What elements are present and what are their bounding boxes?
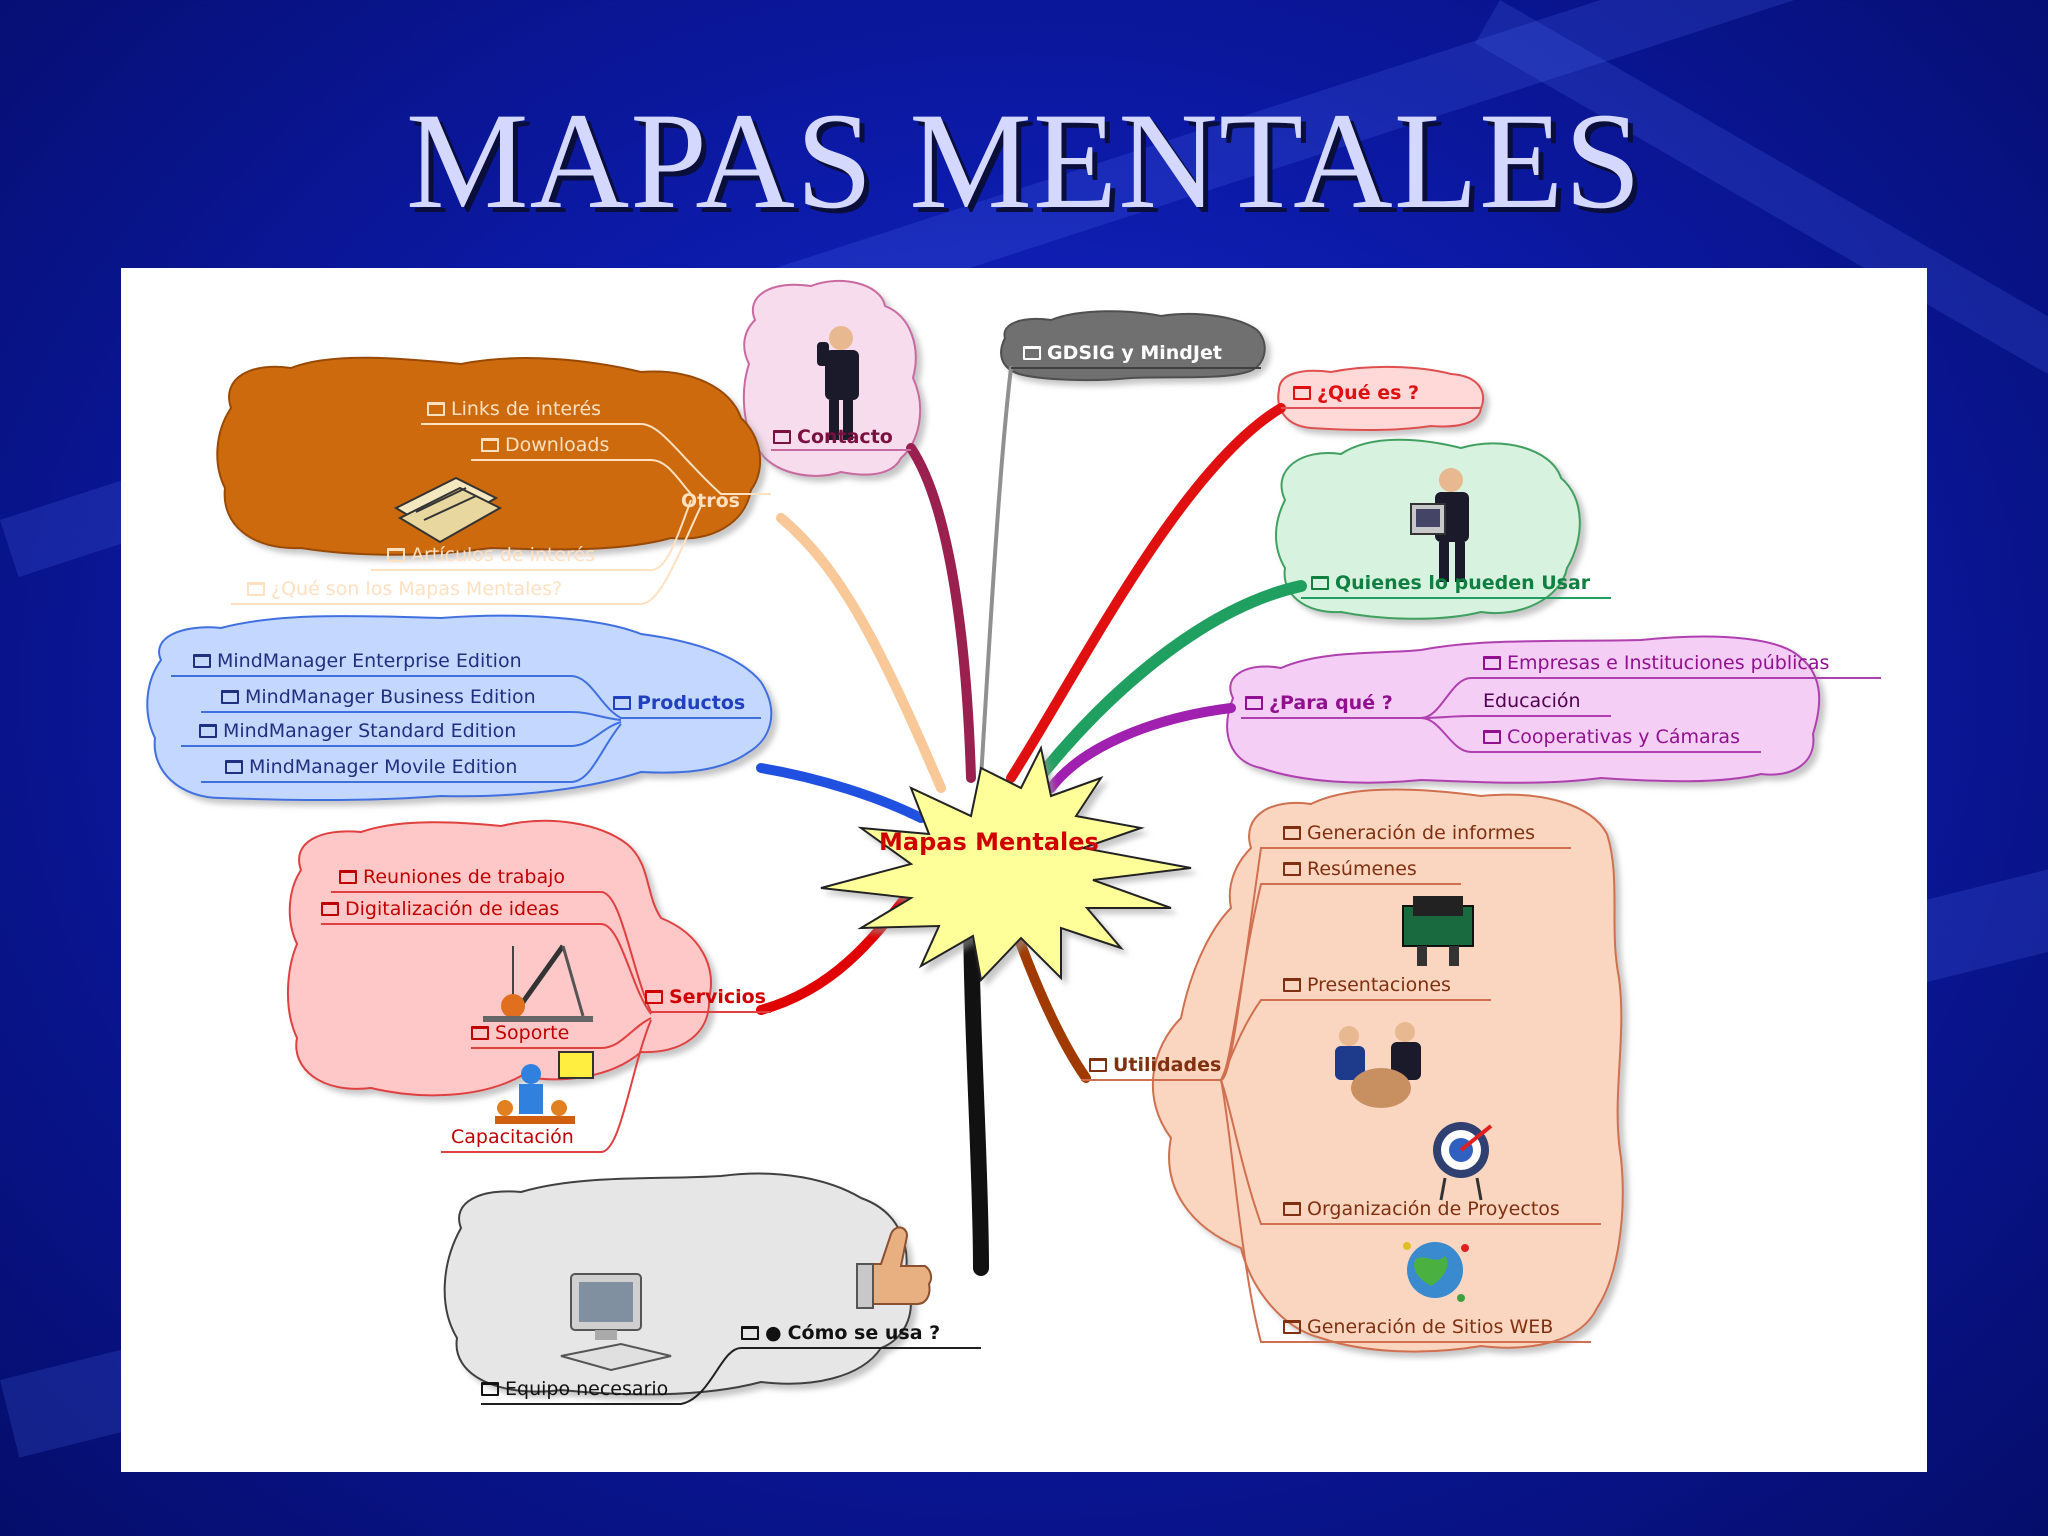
target-icon [1433,1122,1493,1201]
node-que-es[interactable]: ¿Qué es ? [1293,382,1419,404]
mind-map-panel: Mapas Mentales Contacto GDSIG y MindJet … [121,268,1927,1472]
branch-para-que [1046,703,1236,793]
book-icon [1245,696,1263,710]
para-que-connectors [1241,677,1881,753]
businessman-phone-icon [817,326,859,440]
utilidades-connectors [1081,847,1601,1343]
central-starburst [820,744,1192,983]
book-icon [481,1382,499,1396]
branch-otros [776,513,946,793]
book-icon [471,1026,489,1040]
book-icon [773,430,791,444]
otros-item[interactable]: Links de interés [427,398,601,420]
teacher-icon [495,1051,594,1124]
node-como-se-usa[interactable]: ●Cómo se usa ? [741,1322,940,1344]
utilidades-item[interactable]: Resúmenes [1283,858,1417,880]
book-icon [1283,826,1301,840]
otros-item[interactable]: Downloads [481,434,609,456]
meeting-icon [1335,1022,1421,1108]
productos-item[interactable]: MindManager Enterprise Edition [193,650,522,672]
servicios-item[interactable]: Digitalización de ideas [321,898,559,920]
branch-contacto [906,443,976,783]
globe-icon [1403,1242,1469,1302]
crane-icon [483,944,593,1022]
para-que-bubble [1226,635,1821,784]
servicios-bubble [287,819,712,1097]
book-icon [199,724,217,738]
book-icon [1283,1320,1301,1334]
branch-servicios [756,873,926,1015]
otros-item[interactable]: ¿Qué son los Mapas Mentales? [247,578,562,600]
node-gdsig[interactable]: GDSIG y MindJet [1023,342,1222,364]
servicios-item[interactable]: Reuniones de trabajo [339,866,565,888]
node-para-que[interactable]: ¿Para qué ? [1245,692,1393,714]
node-utilidades[interactable]: Utilidades [1089,1054,1221,1076]
node-servicios[interactable]: Servicios [645,986,766,1008]
book-icon [387,548,405,562]
productos-bubble [146,614,773,801]
book-icon [1283,1202,1301,1216]
newspaper-icon [393,476,503,544]
utilidades-item[interactable]: Presentaciones [1283,974,1451,996]
branch-gdsig [979,366,1013,780]
equipo-connectors [481,1347,981,1405]
node-contacto[interactable]: Contacto [773,426,893,448]
utilidades-item[interactable]: Generación de Sitios WEB [1283,1316,1553,1338]
book-icon [339,870,357,884]
branch-quienes [1025,580,1307,794]
productos-item[interactable]: MindManager Standard Edition [199,720,516,742]
central-topic-label: Mapas Mentales [879,828,1099,856]
utilidades-item[interactable]: Organización de Proyectos [1283,1198,1560,1220]
node-equipo[interactable]: Equipo necesario [481,1378,668,1400]
book-icon [741,1326,759,1340]
otros-bubble [216,356,762,556]
gdsig-bubble [1000,310,1266,382]
book-icon [1283,862,1301,876]
book-icon [1023,346,1041,360]
equipo-bubble [443,1172,912,1396]
mind-map-diagram [146,279,1881,1405]
book-icon [613,696,631,710]
book-icon [1311,576,1329,590]
book-icon [1283,978,1301,992]
book-icon [225,760,243,774]
que-es-bubble [1277,365,1485,431]
para-que-item[interactable]: Empresas e Instituciones públicas [1483,652,1829,674]
branch-como [963,890,989,1276]
otros-connectors [231,423,771,605]
utilidades-item[interactable]: Generación de informes [1283,822,1535,844]
businessman-computer-icon [1410,468,1469,582]
book-icon [645,990,663,1004]
book-icon [193,654,211,668]
book-icon [1483,656,1501,670]
projector-icon [1402,896,1474,966]
otros-item[interactable]: Artículos de interés [387,544,595,566]
slide-title: MAPAS MENTALES [405,84,1643,237]
book-icon [321,902,339,916]
book-icon [1089,1058,1107,1072]
productos-item[interactable]: MindManager Movile Edition [225,756,517,778]
book-icon [247,582,265,596]
computer-icon [560,1273,672,1372]
servicios-item[interactable]: Soporte [471,1022,569,1044]
productos-connectors [171,675,761,783]
para-que-item[interactable]: Educación [1483,690,1581,712]
book-icon [221,690,239,704]
thumbs-up-icon [856,1226,933,1309]
lightbulb-icon: ● [765,1322,782,1344]
node-quienes[interactable]: Quienes lo pueden Usar [1311,572,1590,594]
para-que-item[interactable]: Cooperativas y Cámaras [1483,726,1740,748]
book-icon [481,438,499,452]
book-icon [1293,386,1311,400]
branch-que-es [1006,403,1286,783]
productos-item[interactable]: MindManager Business Edition [221,686,536,708]
node-otros[interactable]: Otros [681,490,740,512]
book-icon [427,402,445,416]
book-icon [1483,730,1501,744]
servicios-item[interactable]: Capacitación [451,1126,574,1148]
node-productos[interactable]: Productos [613,692,745,714]
branch-productos [756,763,926,823]
